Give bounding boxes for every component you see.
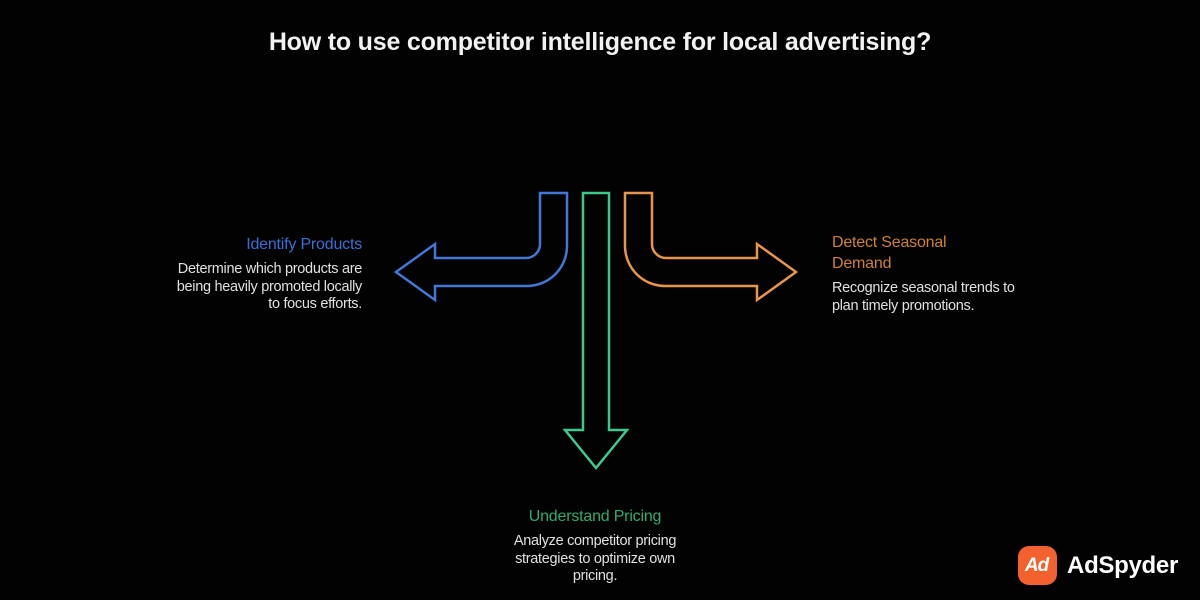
right-arrow-icon [623, 191, 799, 303]
adspyder-logo: Ad AdSpyder [1018, 546, 1178, 585]
branch-description-understand-pricing: Analyze competitor pricing strategies to… [513, 533, 677, 584]
branch-identify-products: Identify Products Determine which produc… [167, 234, 363, 314]
page-title: How to use competitor intelligence for l… [268, 28, 932, 56]
branch-heading-detect-seasonal-demand: Detect Seasonal Demand [832, 234, 947, 272]
left-arrow-icon [393, 191, 569, 303]
adspyder-brand-name: AdSpyder [1067, 551, 1178, 579]
adspyder-logo-icon-text: Ad [1024, 554, 1049, 576]
adspyder-logo-icon: Ad [1018, 546, 1058, 585]
branch-description-identify-products: Determine which products are being heavi… [176, 261, 363, 312]
branch-detect-seasonal-demand: Detect Seasonal Demand Recognize seasona… [832, 232, 1027, 315]
branch-heading-identify-products: Identify Products [246, 236, 362, 253]
branch-heading-understand-pricing: Understand Pricing [528, 508, 662, 525]
branch-understand-pricing: Understand Pricing Analyze competitor pr… [485, 506, 705, 586]
branch-description-detect-seasonal-demand: Recognize seasonal trends to plan timely… [832, 280, 1015, 314]
down-arrow-icon [562, 191, 630, 470]
